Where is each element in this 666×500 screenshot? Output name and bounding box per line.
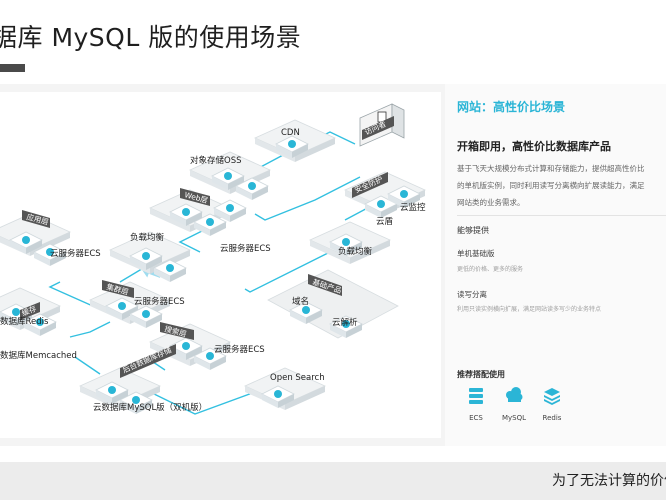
capabilities-title: 能够提供 <box>457 226 489 235</box>
description-line: 网站类的业务需求。 <box>457 198 525 207</box>
scenario-description: 基于飞天大规模分布式计算和存储能力，提供超高性价比 的单机版实例，同时利用读写分… <box>457 160 666 211</box>
product-mysql[interactable]: MySQL <box>496 386 532 422</box>
capability-desc: 更低的价格、更多的服务 <box>457 266 524 273</box>
label-ecs-search: 云服务器ECS <box>214 344 265 355</box>
capability-name: 读写分离 <box>457 290 487 299</box>
footer-bar: 为了无法计算的价值 <box>0 462 666 500</box>
label-lb1: 负载均衡 <box>130 232 165 243</box>
label-ecs-cluster: 云服务器ECS <box>134 296 185 307</box>
description-line: 的单机版实例，同时利用读写分离横向扩展读能力，满足 <box>457 181 645 190</box>
scenario-heading: 网站：高性价比场景 <box>457 100 566 114</box>
divider <box>457 215 666 216</box>
scenario-detail-panel: 网站：高性价比场景 开箱即用，高性价比数据库产品 基于飞天大规模分布式计算和存储… <box>445 84 666 446</box>
recommend-title: 推荐搭配使用 <box>457 370 505 379</box>
capability-desc: 利用只读实例横向扩展，满足网站读多写少的业务特点 <box>457 306 602 313</box>
label-lb2: 负载均衡 <box>338 246 373 257</box>
product-ecs[interactable]: ECS <box>458 386 494 422</box>
label-memcached: 数据库Memcached <box>0 350 77 361</box>
product-label: MySQL <box>501 414 527 422</box>
label-shield: 云盾 <box>376 216 394 227</box>
label-ecs-app: 云服务器ECS <box>50 248 101 259</box>
label-oss: 对象存储OSS <box>190 155 241 166</box>
page-title: 据库 MySQL 版的使用场景 <box>0 23 302 52</box>
title-underline <box>0 64 25 72</box>
product-redis[interactable]: Redis <box>534 386 570 422</box>
architecture-diagram: 访问者 安全防护 Web层 应用层 集群层 搜索层 缓存 后台数据库存储 基础产… <box>0 92 441 438</box>
scenario-subtitle: 开箱即用，高性价比数据库产品 <box>457 140 611 153</box>
label-cdn: CDN <box>281 128 300 138</box>
tag-backend: 后台数据库存储 <box>120 344 176 378</box>
tag-backend-text: 后台数据库存储 <box>121 344 173 375</box>
label-redis: 数据库Redis <box>0 316 49 327</box>
redis-layers-icon <box>544 388 560 405</box>
label-monitor: 云监控 <box>400 202 426 213</box>
label-ecs-web: 云服务器ECS <box>220 243 271 254</box>
description-line: 基于飞天大规模分布式计算和存储能力，提供超高性价比 <box>457 164 645 173</box>
label-domain: 域名 <box>292 296 309 307</box>
label-dns: 云解析 <box>332 317 358 328</box>
capability-name: 单机基础版 <box>457 249 495 258</box>
product-label: ECS <box>469 414 483 422</box>
product-label: Redis <box>542 414 562 422</box>
label-mysql: 云数据库MySQL版（双机版） <box>93 402 207 413</box>
server-stack-icon <box>469 388 483 404</box>
footer-slogan: 为了无法计算的价值 <box>552 473 666 489</box>
label-opensearch: Open Search <box>270 373 325 383</box>
database-cloud-icon <box>506 387 523 402</box>
